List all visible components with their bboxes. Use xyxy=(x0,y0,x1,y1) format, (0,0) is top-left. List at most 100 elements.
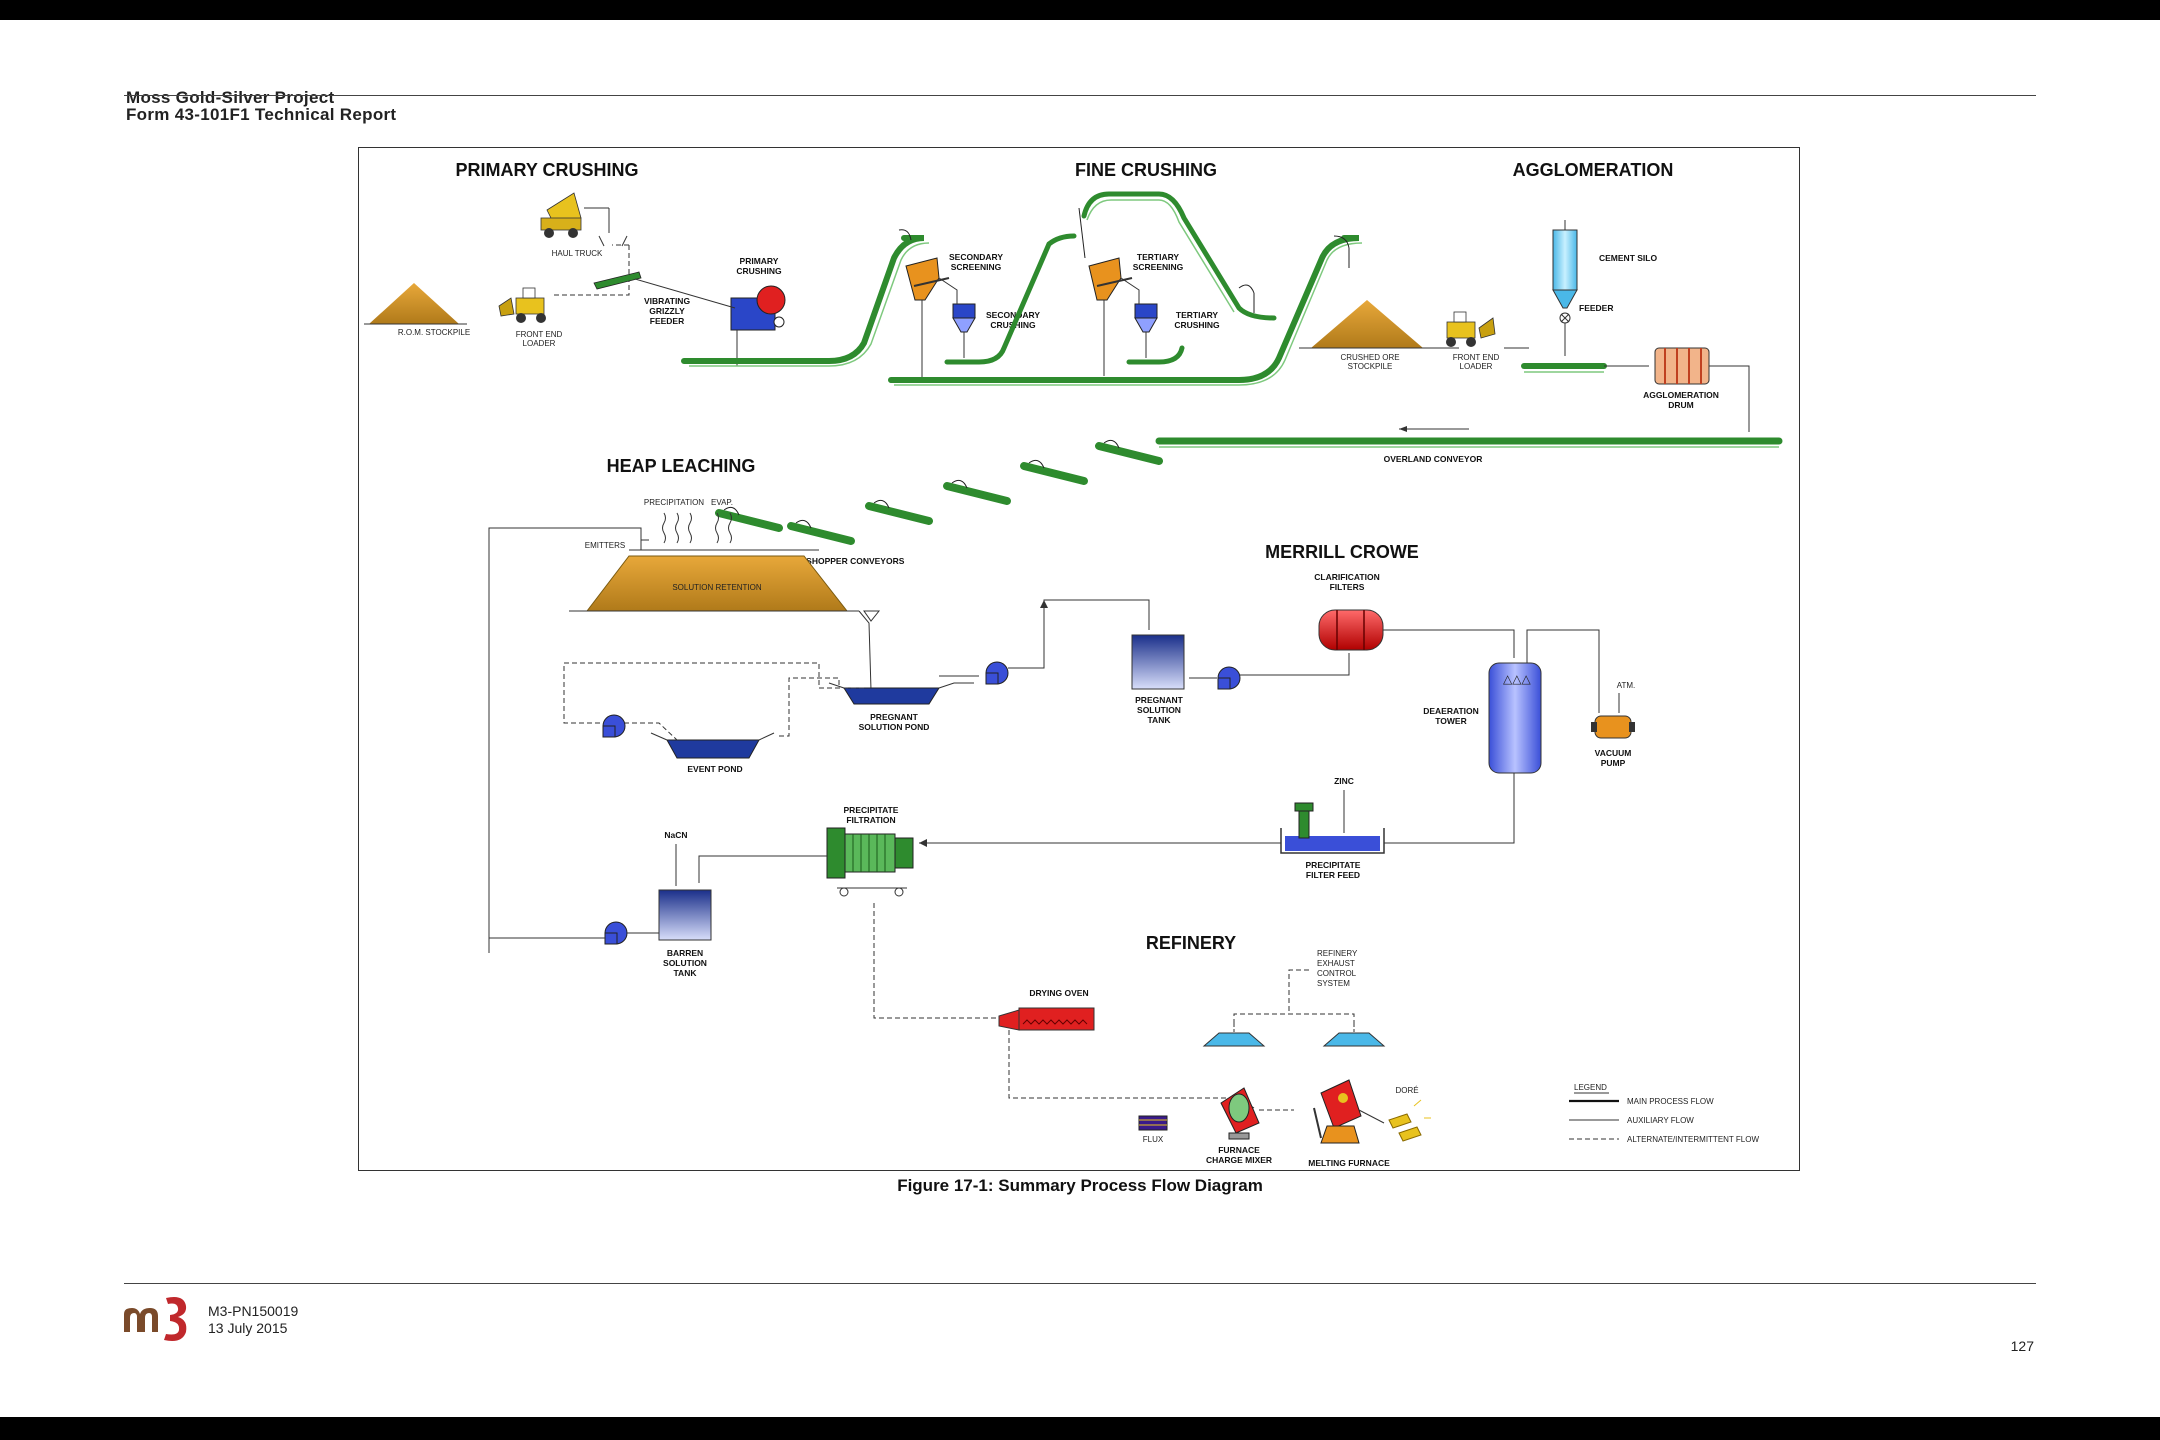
atm-label: ATM. xyxy=(1617,681,1636,690)
tertiary-crushing-label-2: CRUSHING xyxy=(1174,320,1220,330)
tertiary-screening-label-1: TERTIARY xyxy=(1137,252,1180,262)
page-number: 127 xyxy=(2010,1338,2034,1354)
clarification-feed-pump-icon xyxy=(1217,666,1241,690)
tertiary-crusher xyxy=(1134,303,1158,333)
emitters-label: EMITTERS xyxy=(585,541,625,550)
zinc-label: ZINC xyxy=(1334,776,1354,786)
recirculation-conveyor xyxy=(1081,191,1277,321)
rom-stockpile xyxy=(369,283,459,324)
agglomeration-drum-label-1: AGGLOMERATION xyxy=(1643,390,1719,400)
precipitate-filter-feed-label-2: FILTER FEED xyxy=(1306,870,1360,880)
section-refinery: REFINERY xyxy=(1146,933,1236,953)
pregnant-pump-icon xyxy=(985,661,1009,685)
diagram-frame: PRIMARY CRUSHING FINE CRUSHING AGGLOMERA… xyxy=(358,147,1800,1171)
dore-label: DORÉ xyxy=(1395,1086,1418,1095)
tertiary-screening-label-2: SCREENING xyxy=(1133,262,1184,272)
pregnant-tank-label-1: PREGNANT xyxy=(1135,695,1184,705)
svg-text:△△△: △△△ xyxy=(1503,672,1531,686)
precipitate-filter-feed-tank xyxy=(1280,802,1385,854)
secondary-screening-label-2: SCREENING xyxy=(951,262,1002,272)
pregnant-solution-pond-label-1: PREGNANT xyxy=(870,712,919,722)
melting-furnace xyxy=(1313,1079,1362,1144)
grasshopper-conveyors xyxy=(715,439,1163,545)
precipitate-filtration-label-2: FILTRATION xyxy=(846,815,895,825)
event-pond xyxy=(666,739,760,759)
deaeration-tower-label-2: TOWER xyxy=(1435,716,1466,726)
barren-tank-label-1: BARREN xyxy=(667,948,703,958)
agglomeration-drum-label-2: DRUM xyxy=(1668,400,1694,410)
event-pond-pump-icon xyxy=(602,714,626,738)
cement-silo-label: CEMENT SILO xyxy=(1599,253,1657,263)
front-end-loader-2-label-1: FRONT END xyxy=(1453,353,1500,362)
exhaust-hood-1 xyxy=(1202,1032,1266,1047)
document-number: M3-PN150019 xyxy=(208,1303,299,1319)
deaeration-tower-label-1: DEAERATION xyxy=(1423,706,1479,716)
evap-label: EVAP. xyxy=(711,498,733,507)
barren-return-line xyxy=(488,527,642,953)
section-agglomeration: AGGLOMERATION xyxy=(1513,160,1674,180)
front-end-loader-icon xyxy=(498,287,546,323)
document-date: 13 July 2015 xyxy=(208,1320,288,1336)
drying-oven-label: DRYING OVEN xyxy=(1029,988,1088,998)
exhaust-hood-2 xyxy=(1322,1032,1386,1047)
deaeration-tower: △△△ xyxy=(1488,662,1542,774)
vacuum-pump xyxy=(1591,715,1635,739)
barren-tank-label-2: SOLUTION xyxy=(663,958,707,968)
secondary-return-conveyor xyxy=(944,233,1077,365)
front-end-loader-1-label-2: LOADER xyxy=(523,339,556,348)
vacuum-pump-label-2: PUMP xyxy=(1601,758,1626,768)
clarification-filters-label-1: CLARIFICATION xyxy=(1314,572,1379,582)
secondary-screen xyxy=(905,257,940,301)
pregnant-solution-tank xyxy=(1131,634,1185,690)
report-page: Moss Gold-Silver Project Form 43-101F1 T… xyxy=(0,20,2160,1417)
m3-logo xyxy=(124,1297,187,1341)
vibrating-grizzly-label-3: FEEDER xyxy=(650,316,684,326)
drying-oven xyxy=(998,1007,1095,1031)
feeder-label: FEEDER xyxy=(1579,303,1613,313)
section-heap-leaching: HEAP LEACHING xyxy=(607,456,756,476)
barren-solution-tank xyxy=(658,889,712,941)
front-end-loader-2-label-2: LOADER xyxy=(1460,362,1493,371)
header-report-title: Form 43-101F1 Technical Report xyxy=(126,105,397,124)
haul-truck-icon xyxy=(540,192,582,238)
fine-crushing-collector-conveyor xyxy=(888,235,1360,383)
barren-tank-label-3: TANK xyxy=(674,968,698,978)
furnace-charge-mixer-label-1: FURNACE xyxy=(1218,1145,1260,1155)
event-pond-bypass-line xyxy=(563,662,864,724)
legend-alt-label: ALTERNATE/INTERMITTENT FLOW xyxy=(1627,1135,1759,1144)
primary-crushing-label-2: CRUSHING xyxy=(736,266,782,276)
secondary-screening-label-1: SECONDARY xyxy=(949,252,1003,262)
grasshopper-conveyors-label: GRASSHOPPER CONVEYORS xyxy=(782,556,905,566)
secondary-crushing-label-1: SECONDARY xyxy=(986,310,1040,320)
vibrating-grizzly-label-2: GRIZZLY xyxy=(649,306,685,316)
section-primary-crushing: PRIMARY CRUSHING xyxy=(455,160,638,180)
header-project-title: Moss Gold-Silver Project xyxy=(126,88,335,107)
rom-stockpile-label: R.O.M. STOCKPILE xyxy=(398,328,470,337)
haul-truck-label: HAUL TRUCK xyxy=(552,249,603,258)
furnace-charge-mixer xyxy=(1220,1087,1260,1140)
barren-pump-icon xyxy=(604,921,628,945)
nacn-label: NaCN xyxy=(664,830,687,840)
refinery-exhaust-label-3: CONTROL xyxy=(1317,969,1357,978)
flux-label: FLUX xyxy=(1143,1135,1164,1144)
precipitation-label: PRECIPITATION xyxy=(644,498,704,507)
legend-title: LEGEND xyxy=(1574,1083,1607,1092)
melting-furnace-label: MELTING FURNACE xyxy=(1308,1158,1390,1168)
furnace-charge-mixer-label-2: CHARGE MIXER xyxy=(1206,1155,1272,1165)
crushed-ore-stockpile xyxy=(1311,300,1423,348)
section-merrill-crowe: MERRILL CROWE xyxy=(1265,542,1419,562)
precipitate-filtration-press xyxy=(826,827,914,897)
clarification-filters xyxy=(1318,609,1384,651)
solution-retention-label: SOLUTION RETENTION xyxy=(672,583,762,592)
pregnant-solution-pond xyxy=(843,687,940,705)
process-flow-diagram: PRIMARY CRUSHING FINE CRUSHING AGGLOMERA… xyxy=(364,160,1783,1168)
vacuum-pump-label-1: VACUUM xyxy=(1595,748,1632,758)
agglomeration-drum xyxy=(1654,347,1710,385)
flux-cart-icon xyxy=(1138,1115,1168,1131)
front-end-loader-2-icon xyxy=(1446,311,1496,347)
pregnant-tank-label-2: SOLUTION xyxy=(1137,705,1181,715)
front-end-loader-1-label-1: FRONT END xyxy=(516,330,563,339)
header-rule xyxy=(124,95,2036,96)
section-fine-crushing: FINE CRUSHING xyxy=(1075,160,1217,180)
precipitate-to-oven-line xyxy=(873,903,999,1019)
